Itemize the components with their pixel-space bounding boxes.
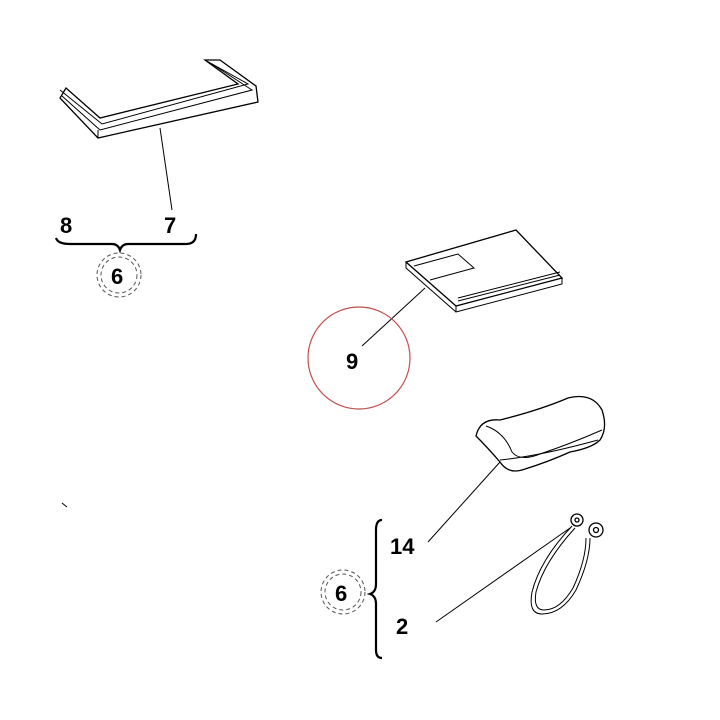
callout-9[interactable]: 9	[346, 349, 358, 374]
callout-6-bottom[interactable]: 6	[335, 581, 347, 606]
highlight-circle-9	[307, 306, 411, 410]
stray-mark	[61, 502, 68, 508]
brace-top	[54, 233, 198, 254]
callout-6-top[interactable]: 6	[111, 264, 123, 289]
leader-line-7	[159, 127, 173, 211]
brace-bottom	[366, 518, 383, 660]
booklet-part-9[interactable]	[404, 229, 564, 313]
leader-line-2	[435, 527, 571, 623]
pad-part-14[interactable]	[475, 395, 606, 472]
dashed-circle-6-top	[96, 252, 142, 298]
callout-14[interactable]: 14	[390, 534, 415, 559]
callout-8[interactable]: 8	[60, 213, 72, 238]
leader-line-14	[427, 461, 501, 543]
frame-part-7[interactable]	[59, 59, 259, 139]
leader-line-9	[361, 287, 426, 347]
callout-2[interactable]: 2	[396, 614, 408, 639]
cable-part-2[interactable]	[530, 513, 604, 615]
callout-7[interactable]: 7	[164, 213, 176, 238]
dashed-circle-6-bottom	[320, 569, 366, 615]
